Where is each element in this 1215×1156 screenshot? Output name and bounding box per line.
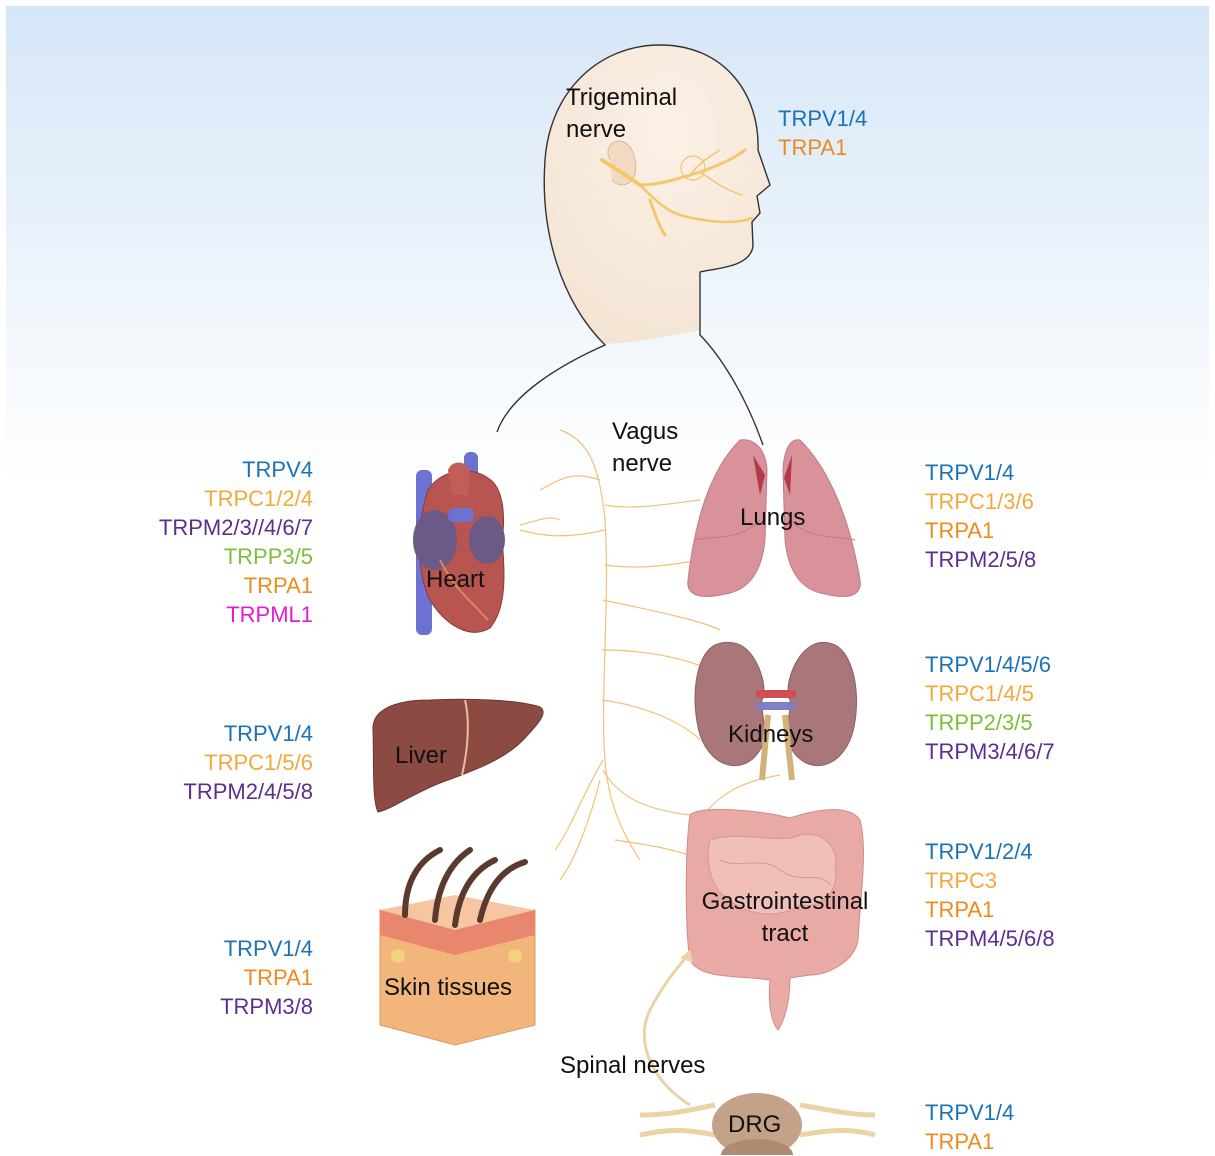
channel-label: TRPV1/4	[925, 1098, 1014, 1127]
channel-label: TRPP3/5	[159, 542, 313, 571]
channel-label: TRPML1	[159, 600, 313, 629]
channel-label: TRPC1/5/6	[183, 748, 313, 777]
channel-label: TRPV1/4	[220, 934, 313, 963]
vagus-nerve-label: Vagus nerve	[612, 416, 678, 480]
kidneys-label: Kidneys	[728, 720, 813, 750]
channel-label: TRPP2/3/5	[925, 708, 1055, 737]
gi-tract-label: Gastrointestinal tract	[680, 886, 890, 950]
channel-label: TRPA1	[220, 963, 313, 992]
channel-label: TRPV1/4	[183, 719, 313, 748]
channel-label: TRPM2/4/5/8	[183, 777, 313, 806]
channel-label: TRPA1	[925, 516, 1036, 545]
channel-label: TRPA1	[925, 895, 1055, 924]
skin-tissues-label: Skin tissues	[384, 973, 512, 1003]
channel-label: TRPC1/3/6	[925, 487, 1036, 516]
channel-label: TRPA1	[159, 571, 313, 600]
channel-label: TRPV1/2/4	[925, 837, 1055, 866]
channel-label: TRPM2/3//4/6/7	[159, 513, 313, 542]
trigeminal-nerve-label: Trigeminal nerve	[566, 82, 677, 146]
channel-label: TRPM4/5/6/8	[925, 924, 1055, 953]
channel-label: TRPM3/4/6/7	[925, 737, 1055, 766]
channel-label: TRPA1	[778, 133, 867, 162]
channel-label: TRPC3	[925, 866, 1055, 895]
lungs-label: Lungs	[740, 503, 805, 533]
channel-label: TRPV1/4	[778, 104, 867, 133]
channel-label: TRPV4	[159, 455, 313, 484]
channel-label: TRPC1/2/4	[159, 484, 313, 513]
channel-label: TRPA1	[925, 1127, 1014, 1156]
heart-label: Heart	[426, 565, 485, 595]
channel-label: TRPV1/4	[925, 458, 1036, 487]
channel-label: TRPM2/5/8	[925, 545, 1036, 574]
channel-label: TRPM3/8	[220, 992, 313, 1021]
channel-label: TRPV1/4/5/6	[925, 650, 1055, 679]
spinal-nerves-label: Spinal nerves	[560, 1051, 705, 1081]
channel-label: TRPC1/4/5	[925, 679, 1055, 708]
liver-label: Liver	[395, 741, 447, 771]
drg-label: DRG	[728, 1110, 781, 1140]
